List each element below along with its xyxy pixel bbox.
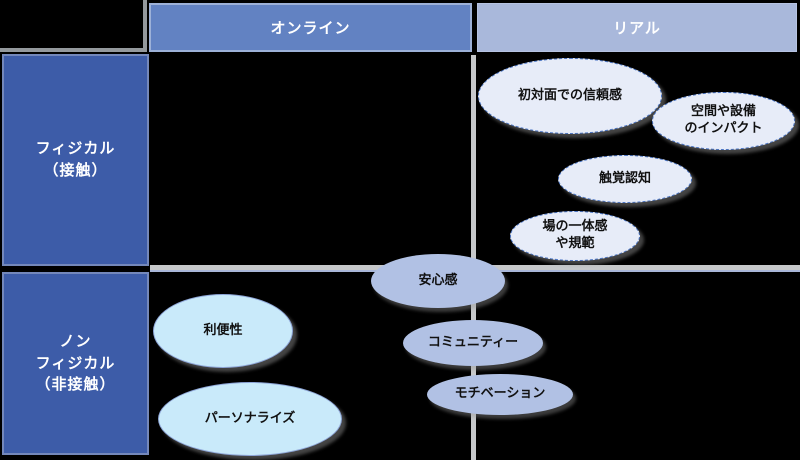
column-header-online-label: オンライン [270, 19, 351, 37]
bubble-motivation-label: モチベーション [454, 386, 546, 402]
bubble-sense-of-security: 安心感 [371, 254, 505, 308]
row-header-physical: フィジカル （接触） [2, 54, 149, 266]
row-header-nonphysical: ノン フィジカル （非接触） [2, 272, 149, 455]
row-header-nonphysical-line2: フィジカル [35, 353, 116, 372]
corner-horizontal-line [0, 48, 147, 52]
bubble-space-facility-impact-line2: のインパクト [684, 121, 763, 136]
bubble-first-impression-trust-label: 初対面での信頼感 [517, 87, 622, 103]
corner-vertical-line [143, 0, 147, 52]
bubble-space-facility-impact: 空間や設備 のインパクト [652, 92, 795, 150]
bubble-tactile-perception-label: 触覚認知 [598, 170, 651, 186]
bubble-community-label: コミュニティー [427, 334, 519, 350]
bubble-sense-of-security-label: 安心感 [418, 272, 458, 288]
row-header-nonphysical-line3: （非接触） [35, 375, 116, 394]
column-header-real-label: リアル [613, 19, 661, 37]
bubble-personalization: パーソナライズ [158, 382, 342, 456]
bubble-group-unity-norms: 場の一体感 や規範 [510, 211, 640, 261]
row-header-physical-line2: （接触） [43, 161, 108, 179]
row-header-physical-line1: フィジカル [35, 139, 116, 158]
bubble-group-unity-norms-line1: 場の一体感 [542, 219, 608, 235]
column-header-online: オンライン [149, 3, 472, 52]
column-header-real: リアル [477, 3, 797, 52]
bubble-personalization-label: パーソナライズ [204, 410, 296, 426]
bubble-convenience: 利便性 [153, 294, 293, 368]
bubble-first-impression-trust: 初対面での信頼感 [478, 58, 662, 134]
bubble-space-facility-impact-line1: 空間や設備 [690, 104, 756, 120]
bubble-community: コミュニティー [403, 320, 543, 366]
bubble-group-unity-norms-line2: や規範 [555, 236, 595, 251]
bubble-convenience-label: 利便性 [203, 322, 243, 338]
row-header-nonphysical-line1: ノン [59, 331, 92, 350]
bubble-tactile-perception: 触覚認知 [558, 155, 692, 203]
bubble-motivation: モチベーション [427, 374, 573, 415]
